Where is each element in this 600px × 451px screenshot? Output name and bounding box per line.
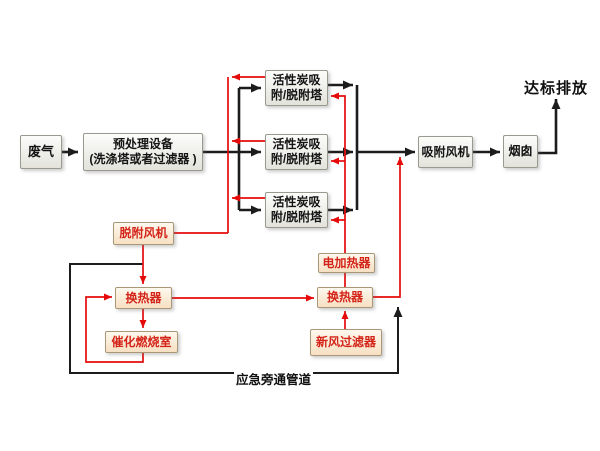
adsorption-fan-box: 吸附风机 [418,136,473,168]
fresh-air-filter-box: 新风过滤器 [310,329,382,356]
chimney-box: 烟囱 [503,135,538,168]
fresh-air-filter-label: 新风过滤器 [315,335,376,350]
electric-heater-label: 电加热器 [322,255,371,270]
emergency-bypass-label: 应急旁通管道 [234,369,314,388]
heat-exchanger-left-box: 换热器 [115,287,172,309]
carbon-tower-1-box: 活性炭吸 附/脱附塔 [265,70,328,106]
carbon-tower-2-label-line2: 附/脱附塔 [270,152,323,166]
desorption-fan-box: 脱附风机 [113,222,174,245]
red-hot-air-pipes [85,73,404,363]
carbon-tower-2-box: 活性炭吸 附/脱附塔 [265,134,328,170]
heat-exchanger-right-box: 换热器 [317,287,373,308]
carbon-tower-3-box: 活性炭吸 附/脱附塔 [265,192,328,228]
pipe-hx-right-to-main-duct [373,157,404,298]
emergency-bypass-pipe [69,263,403,374]
catalytic-chamber-label: 催化燃烧室 [111,334,172,349]
pretreatment-box: 预处理设备 (洗涤塔或者过滤器 ) [83,133,203,171]
pipe-chimney-to-emission [538,99,561,155]
pretreatment-label-line1: 预处理设备 [112,137,173,152]
carbon-tower-1-label-line1: 活性炭吸 [272,73,321,88]
carbon-tower-3-label-line1: 活性炭吸 [272,195,321,210]
desorption-fan-label: 脱附风机 [119,226,168,241]
loop-catalytic-to-hx-left [85,293,144,363]
carbon-tower-1-label-line2: 附/脱附塔 [270,88,323,102]
waste-gas-box: 废气 [20,135,62,169]
electric-heater-box: 电加热器 [318,253,375,273]
adsorption-fan-label: 吸附风机 [421,144,470,159]
carbon-tower-3-label-line2: 附/脱附塔 [270,210,323,224]
heat-exchanger-left-label: 换热器 [125,290,162,305]
hot-air-manifold-to-tower1 [331,92,346,253]
pretreatment-label-line2: (洗涤塔或者过滤器 ) [89,152,197,166]
heat-exchanger-right-label: 换热器 [326,290,363,305]
waste-gas-label: 废气 [27,144,54,160]
emission-standard-label: 达标排放 [524,81,589,97]
black-gas-pipes [62,80,561,215]
catalytic-chamber-box: 催化燃烧室 [105,331,178,353]
chimney-label: 烟囱 [508,144,533,159]
carbon-tower-2-label-line1: 活性炭吸 [272,137,321,152]
